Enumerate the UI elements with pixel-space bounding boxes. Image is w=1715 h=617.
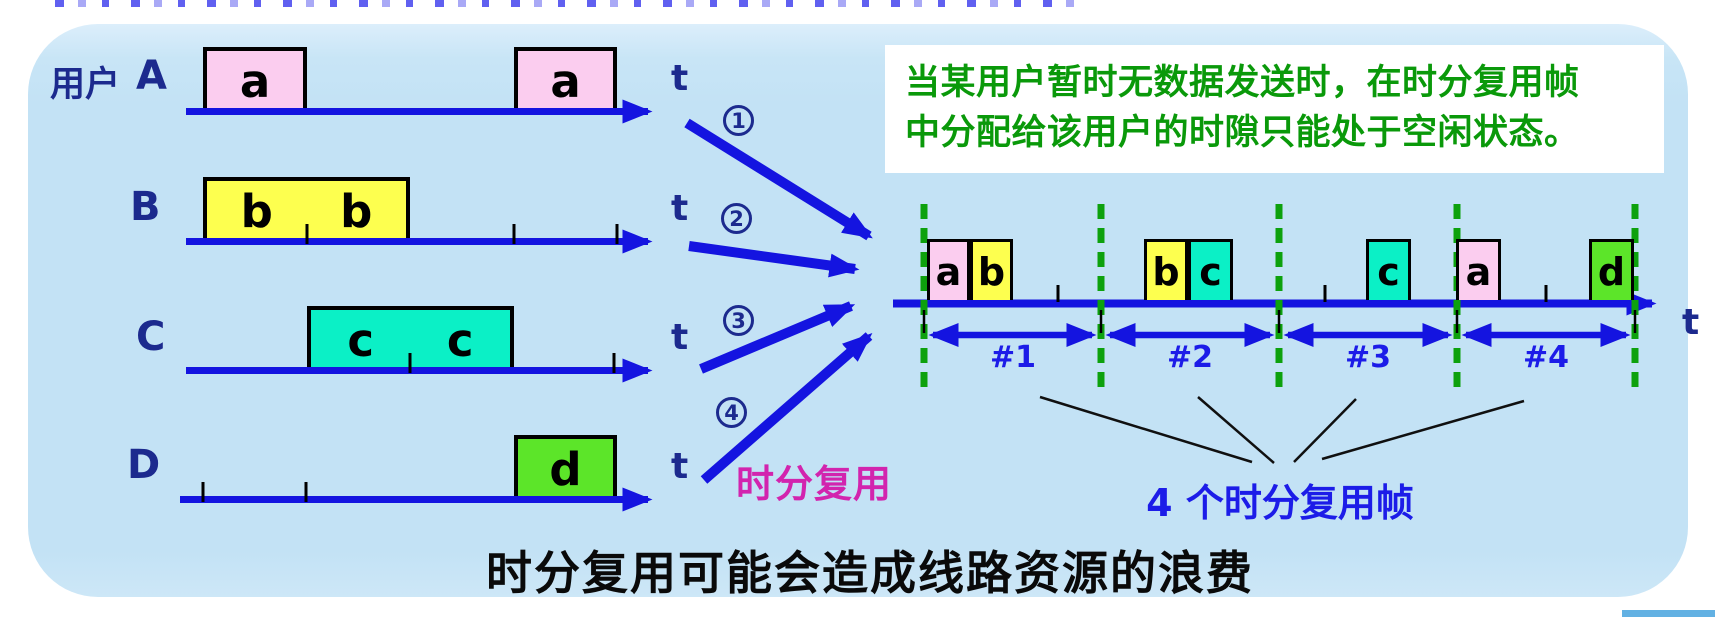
row-label-a: A [136,53,167,99]
mux-arrow-3 [699,301,856,374]
t-label-a: t [671,58,689,99]
slot-letter: c [1377,250,1400,294]
frame-label-4: #4 [1522,340,1569,375]
mux-slot-f2-b: b [1144,239,1188,300]
fan-line-3 [1293,398,1357,463]
row-label-d: D [127,442,161,488]
note-line-2: 中分配给该用户的时隙只能处于空闲状态。 [905,113,1580,153]
fan-line-2 [1197,396,1275,464]
block-letter: a [550,54,581,108]
mux-slot-f4-a: a [1456,239,1501,300]
circled-number-3: 3 [723,305,754,336]
fan-line-1 [1039,395,1253,464]
slot-letter: c [1199,250,1222,294]
circled-number-2: 2 [721,203,752,234]
row-label-b: B [130,184,161,230]
mux-slot-f4-d: d [1589,239,1634,300]
mux-arrow-4 [700,332,873,484]
mux-slot-f1-a: a [927,239,970,300]
t-label-d: t [671,446,689,487]
slot-letter: b [977,250,1006,294]
mux-slot-f3-c: c [1366,239,1411,300]
block-letter: a [239,54,271,108]
corner-accent-bar [1622,610,1715,617]
slot-letter: d [1597,250,1626,294]
t-label-b: t [671,188,689,229]
t-label-mux: t [1682,302,1700,343]
note-box: 当某用户暂时无数据发送时，在时分复用帧 中分配给该用户的时隙只能处于空闲状态。 [885,45,1664,173]
mux-arrow-2 [688,241,860,278]
user-c-block: c c [307,306,514,367]
user-d-block: d [514,435,617,496]
circled-number-4: 4 [716,397,747,428]
note-line-1: 当某用户暂时无数据发送时，在时分复用帧 [905,63,1580,103]
block-letter: c [446,313,474,367]
block-letter: c [347,313,375,367]
frames-caption: 4 个时分复用帧 [1146,481,1414,525]
slot-letter: a [935,250,962,294]
frame-label-2: #2 [1166,340,1213,375]
mux-arrow-1 [684,118,873,241]
row-label-c: C [136,314,166,360]
circled-number-1: 1 [723,105,754,136]
mux-slot-f2-c: c [1188,239,1233,300]
frame-label-3: #3 [1344,340,1391,375]
slot-letter: b [1152,250,1180,294]
block-letter: b [240,184,273,238]
users-prefix-label: 用户 [50,65,121,105]
frame-label-1: #1 [989,340,1036,375]
t-label-c: t [671,317,689,358]
fan-line-4 [1321,399,1525,461]
block-letter: b [340,184,373,238]
user-a-block-1: a [203,47,307,108]
mux-method-label: 时分复用 [736,462,893,506]
cropped-title-strip [55,0,1075,7]
user-a-block-2: a [514,47,617,108]
user-b-block: b b [203,177,410,238]
bottom-caption: 时分复用可能会造成线路资源的浪费 [486,546,1254,600]
block-letter: d [549,442,582,496]
slot-letter: a [1465,250,1492,294]
mux-slot-f1-b: b [970,239,1013,300]
